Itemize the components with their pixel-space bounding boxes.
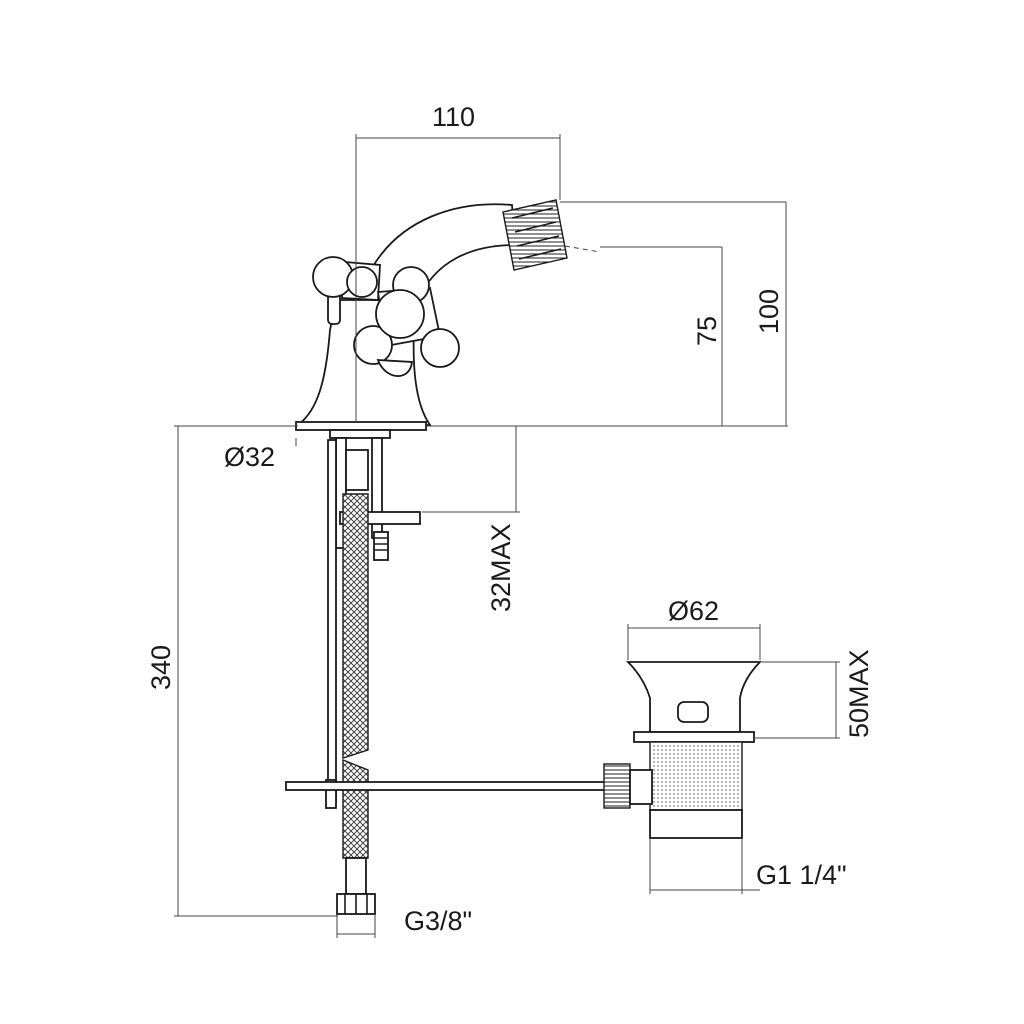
hose-connection-label: G3/8" [404, 906, 472, 936]
threaded-shank [335, 437, 389, 561]
lift-rod [325, 439, 337, 809]
outlet-height-label: 75 [692, 316, 722, 346]
flexible-hose [342, 493, 369, 895]
spout-reach-label: 110 [432, 102, 475, 132]
hose-length-label: 340 [146, 645, 176, 690]
base-diameter-label: Ø32 [224, 442, 275, 472]
waste-thread-label: G1 1/4" [756, 860, 847, 890]
total-height-label: 100 [754, 289, 784, 334]
dimension-lines [174, 134, 840, 938]
deck-thickness-label: 32MAX [486, 523, 516, 612]
waste-diameter-label: Ø62 [668, 596, 719, 626]
waste-deck-label: 50MAX [844, 649, 874, 738]
spout-aerator [502, 199, 601, 271]
pop-up-waste [603, 661, 763, 839]
linkage-rod [285, 781, 607, 791]
hose-nut [336, 893, 376, 915]
back-cross-handle [312, 256, 381, 301]
front-cross-handle [353, 266, 460, 377]
